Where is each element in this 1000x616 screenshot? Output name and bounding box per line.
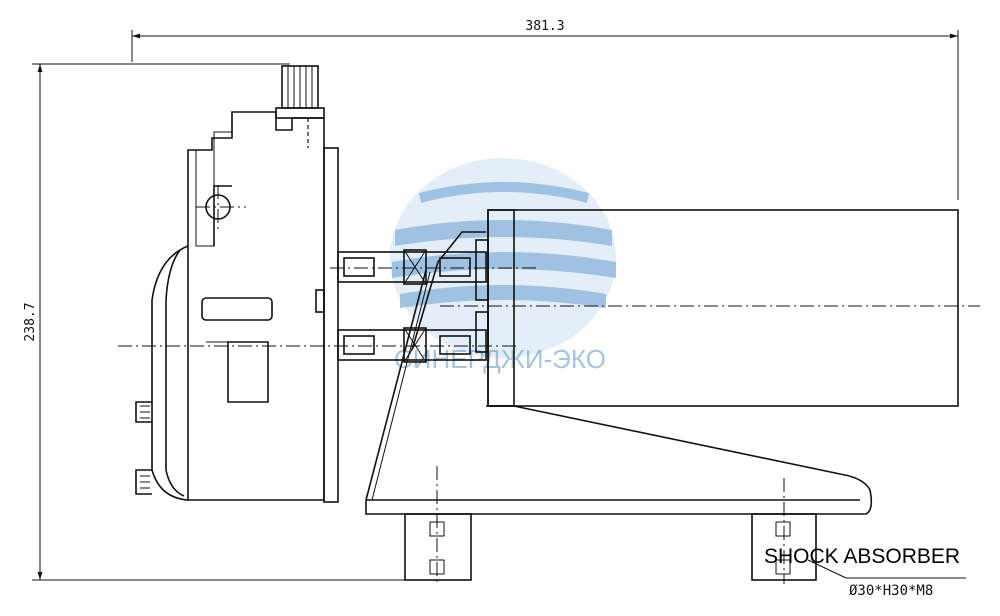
overall-length-dimension: [131, 30, 959, 200]
overall-height-dimension: [32, 63, 405, 581]
shock-absorber-left: [404, 513, 472, 581]
watermark-logo: [390, 158, 616, 358]
shock-absorber-label: SHOCK ABSORBER: [764, 545, 960, 568]
watermark-text: СИНЕРДЖИ-ЭКО: [394, 344, 606, 374]
shock-absorber-spec: Ø30*H30*M8: [849, 583, 933, 599]
coupling: [337, 249, 487, 363]
center-lines: [118, 118, 980, 584]
shock-absorber-callout: [807, 559, 966, 579]
base-bracket: [365, 269, 873, 515]
pump-head: [135, 65, 339, 503]
overall-height-label: 238.7: [23, 302, 38, 341]
overall-length-label: 381.3: [525, 19, 564, 34]
